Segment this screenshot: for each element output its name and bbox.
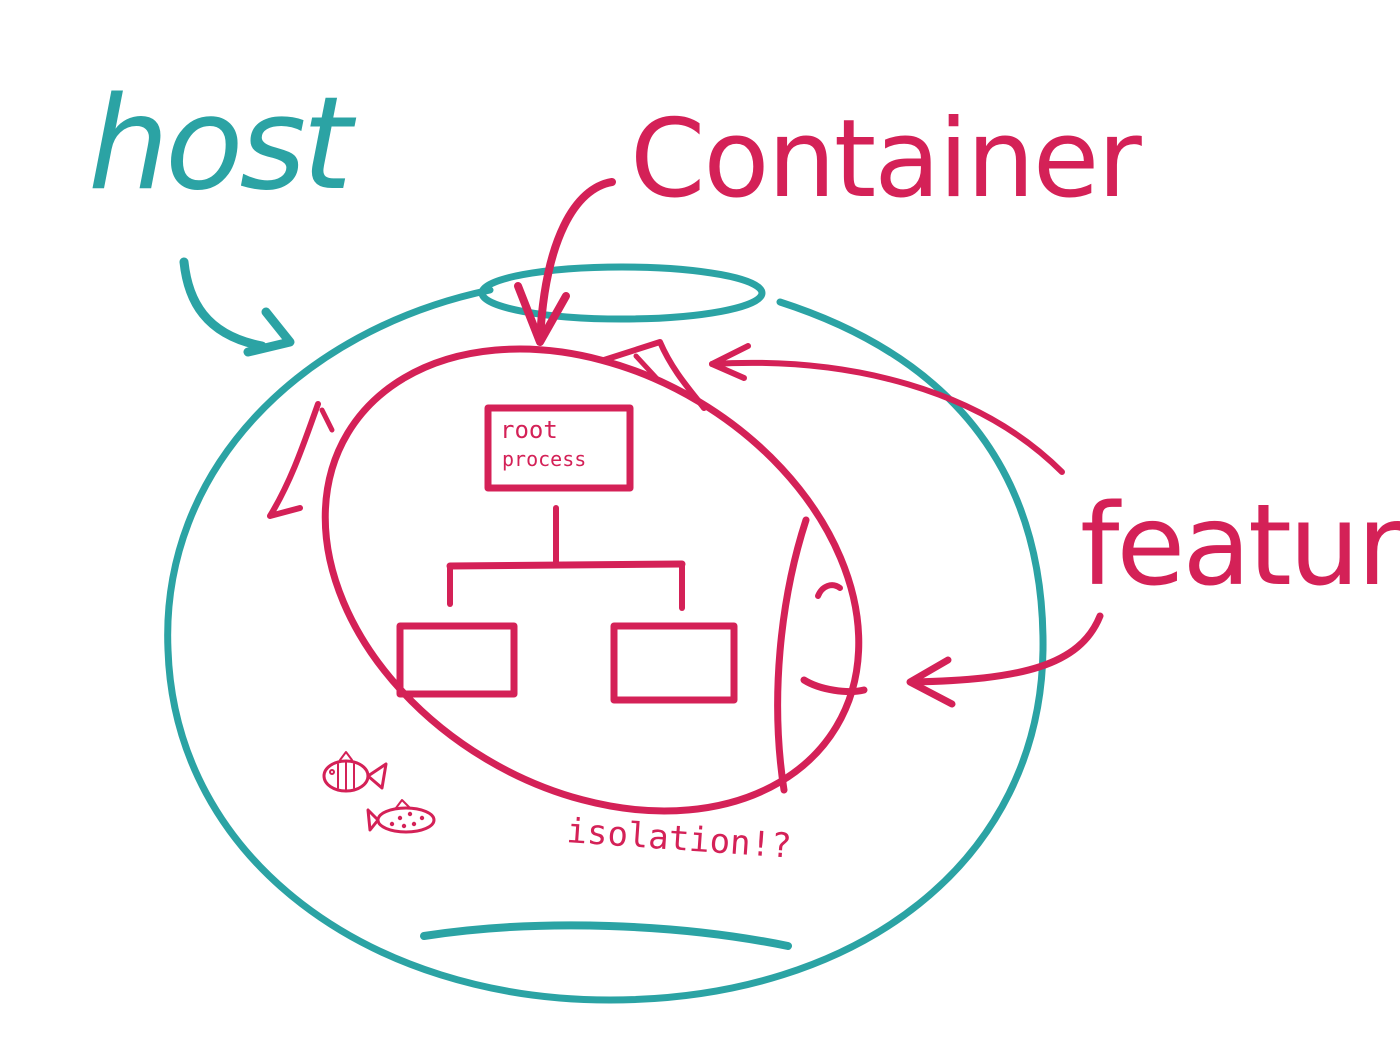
root-process-box xyxy=(484,404,634,492)
fin-right-curve xyxy=(815,582,843,599)
fin-right xyxy=(774,516,810,794)
host-bowl-base xyxy=(420,921,792,950)
isolation-label: isolation!? xyxy=(565,811,792,867)
fin-left-inner xyxy=(319,407,335,433)
child-process-box-right xyxy=(610,622,738,704)
container-label: Container xyxy=(630,97,1142,222)
host-arrow xyxy=(179,257,267,351)
root-process-label-line2: process xyxy=(502,447,586,471)
host-opening xyxy=(478,263,766,323)
child-process-box-left xyxy=(396,622,518,698)
fin-top xyxy=(601,339,707,411)
host-bowl xyxy=(164,286,1047,1004)
fin-right-curve2 xyxy=(800,676,868,696)
container-ellipse xyxy=(321,345,863,815)
features-arrow-lower xyxy=(908,612,1104,686)
features-group: features xyxy=(709,343,1400,708)
tree-branch xyxy=(446,560,686,570)
fish-striped-icon xyxy=(322,751,388,793)
host-group: host xyxy=(88,70,1047,1004)
host-arrow-head xyxy=(243,307,295,357)
features-arrow-lower-head xyxy=(906,656,956,708)
fin-left xyxy=(267,401,321,519)
features-arrow-upper xyxy=(709,359,1065,475)
features-arrow-upper-head xyxy=(709,343,751,381)
fin-top-inner xyxy=(633,353,663,385)
features-label: features xyxy=(1080,481,1400,611)
fish-spotted-icon xyxy=(366,799,436,834)
host-label: host xyxy=(88,70,357,219)
root-process-label-line1: root xyxy=(500,416,558,444)
container-arrow-head xyxy=(514,282,570,346)
container-arrow xyxy=(536,178,616,344)
